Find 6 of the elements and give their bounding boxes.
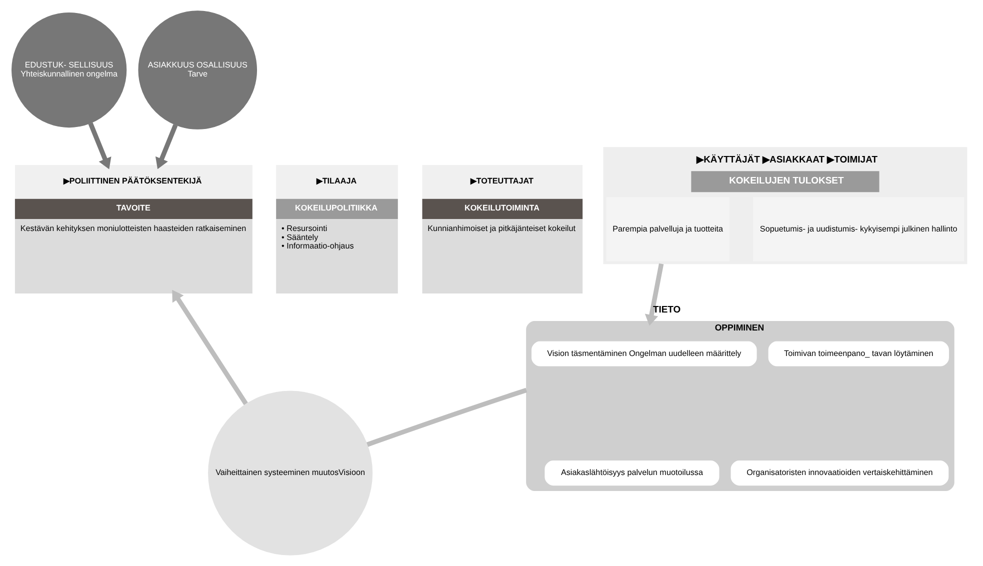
arrow xyxy=(154,124,178,170)
arrow xyxy=(88,122,111,170)
edge-label: TIETO xyxy=(652,304,680,316)
arrow xyxy=(172,290,248,406)
connector xyxy=(366,388,527,447)
arrow xyxy=(644,263,664,326)
